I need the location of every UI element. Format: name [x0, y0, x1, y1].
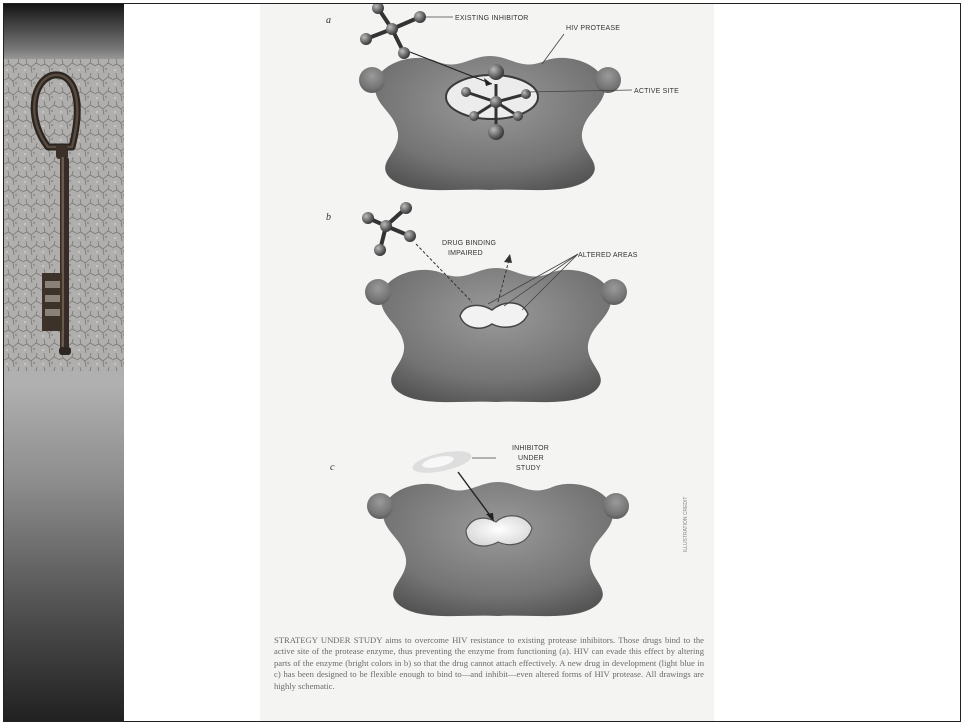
label-study: STUDY: [516, 465, 541, 472]
figure-caption: STRATEGY UNDER STUDY aims to overcome HI…: [274, 635, 704, 692]
panel-b-letter: b: [326, 212, 331, 223]
key-photo: [4, 59, 124, 371]
panel-c-letter: c: [330, 462, 335, 473]
panel-b: b DRUG BINDING IMPAIRED: [326, 202, 638, 402]
label-existing-inhibitor: EXISTING INHIBITOR: [455, 15, 528, 22]
figure-page: a: [260, 4, 714, 722]
label-altered-areas: ALTERED AREAS: [578, 252, 638, 259]
label-drug-binding: DRUG BINDING: [442, 240, 496, 247]
label-hiv-protease: HIV PROTEASE: [566, 25, 620, 32]
label-inhibitor: INHIBITOR: [512, 445, 549, 452]
label-active-site: ACTIVE SITE: [634, 88, 679, 95]
panel-a-letter: a: [326, 15, 331, 26]
label-impaired: IMPAIRED: [448, 250, 483, 257]
protease-diagram: a: [260, 4, 714, 722]
panel-c: c INHIBITOR UNDER STUDY: [330, 445, 629, 616]
label-under: UNDER: [518, 455, 544, 462]
panel-a: a: [326, 4, 679, 190]
illustration-credit: ILLUSTRATION CREDIT: [683, 492, 689, 552]
slide-frame: a: [3, 3, 961, 722]
